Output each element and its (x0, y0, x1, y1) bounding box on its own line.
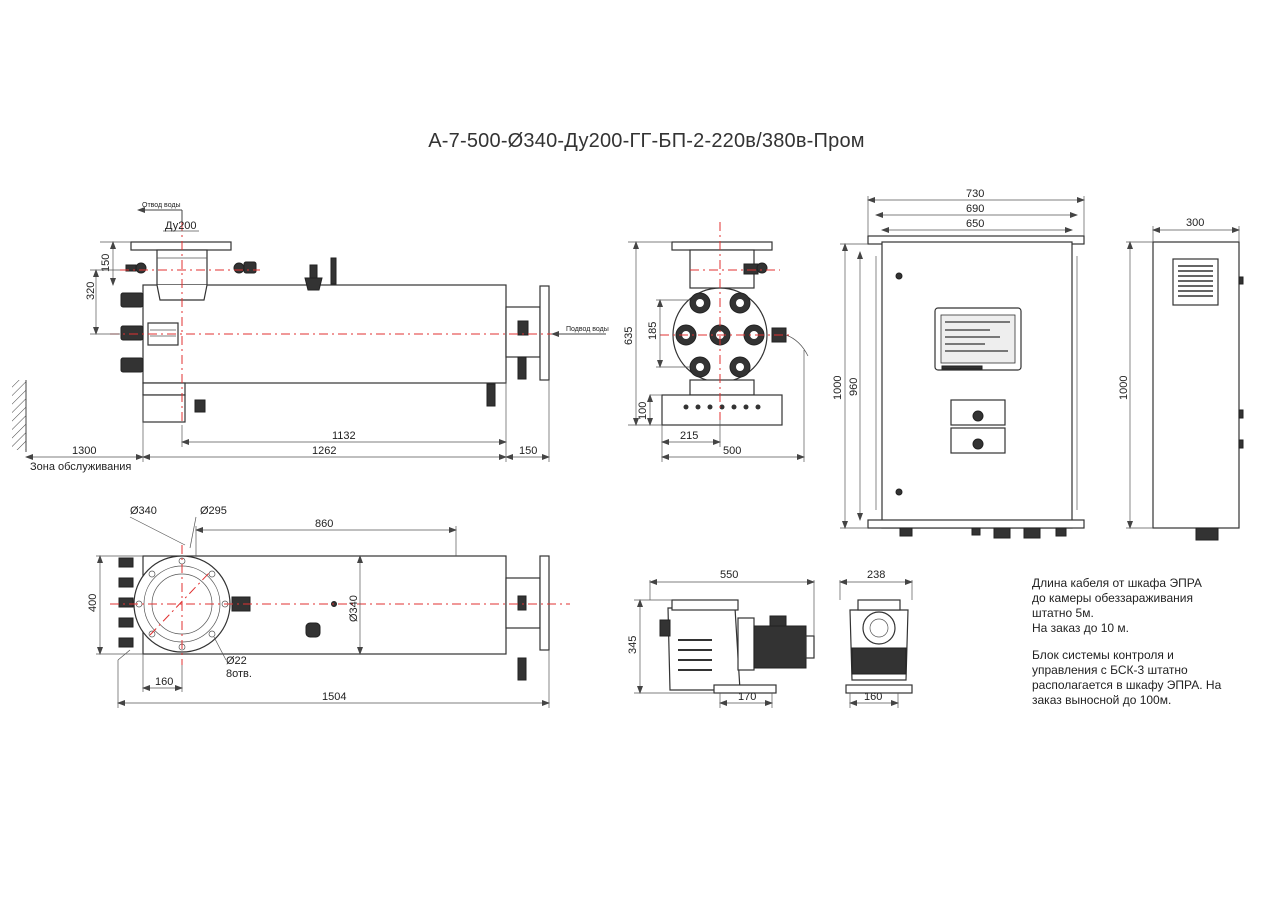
dim-690: 690 (966, 203, 984, 215)
cabinet-front-view: 730 690 650 1000 960 (832, 188, 1085, 539)
note-control-block: Блок системы контроля и управления с БСК… (1032, 648, 1222, 707)
dim-400: 400 (87, 594, 99, 612)
dim-diameter-22: Ø22 (226, 655, 247, 667)
dim-650: 650 (966, 218, 984, 230)
front-view: Отвод воды Ду200 Подвод воды 150 320 113… (12, 202, 609, 473)
dim-diameter-340: Ø340 (130, 505, 157, 517)
dim-diameter-295: Ø295 (200, 505, 227, 517)
dim-215: 215 (680, 430, 698, 442)
dim-100: 100 (637, 402, 649, 420)
dim-730: 730 (966, 188, 984, 200)
dim-1504: 1504 (322, 691, 346, 703)
inlet-label: Подвод воды (566, 326, 609, 333)
dim-150-horizontal: 150 (519, 445, 537, 457)
dim-1262: 1262 (312, 445, 336, 457)
dim-diameter-340-vertical: Ø340 (348, 595, 360, 622)
dim-550: 550 (720, 569, 738, 581)
dim-185: 185 (647, 322, 659, 340)
service-zone-label: Зона обслуживания (30, 461, 131, 473)
dim-160-pump: 160 (864, 691, 882, 703)
top-view: 860 Ø340 Ø295 400 Ø340 Ø22 8отв. 160 150… (87, 505, 570, 708)
cabinet-side-view: 300 1000 (1118, 217, 1244, 541)
note-cable-length: Длина кабеля от шкафа ЭПРА до камеры обе… (1032, 576, 1202, 635)
dim-1132: 1132 (332, 430, 356, 442)
dim-1300: 1300 (72, 445, 96, 457)
dim-960: 960 (848, 378, 860, 396)
dim-160: 160 (155, 676, 173, 688)
dim-1000: 1000 (832, 376, 844, 400)
du-label: Ду200 (165, 220, 197, 232)
holes-label: 8отв. (226, 668, 252, 680)
pump-side-view: 550 345 170 (627, 569, 815, 708)
dim-170: 170 (738, 691, 756, 703)
dim-320-vertical: 320 (85, 282, 97, 300)
pump-front-view: 238 160 (839, 569, 913, 708)
dim-500: 500 (723, 445, 741, 457)
dim-860: 860 (315, 518, 333, 530)
dim-300: 300 (1186, 217, 1204, 229)
dim-345: 345 (627, 636, 639, 654)
dim-1000-side: 1000 (1118, 376, 1130, 400)
outlet-label: Отвод воды (142, 202, 181, 209)
dim-635: 635 (623, 327, 635, 345)
dim-238: 238 (867, 569, 885, 581)
dim-150-vertical: 150 (100, 254, 112, 272)
drawing-title: А-7-500-Ø340-Ду200-ГГ-БП-2-220в/380в-Про… (428, 130, 865, 152)
end-view: 635 185 100 215 500 (623, 222, 809, 462)
